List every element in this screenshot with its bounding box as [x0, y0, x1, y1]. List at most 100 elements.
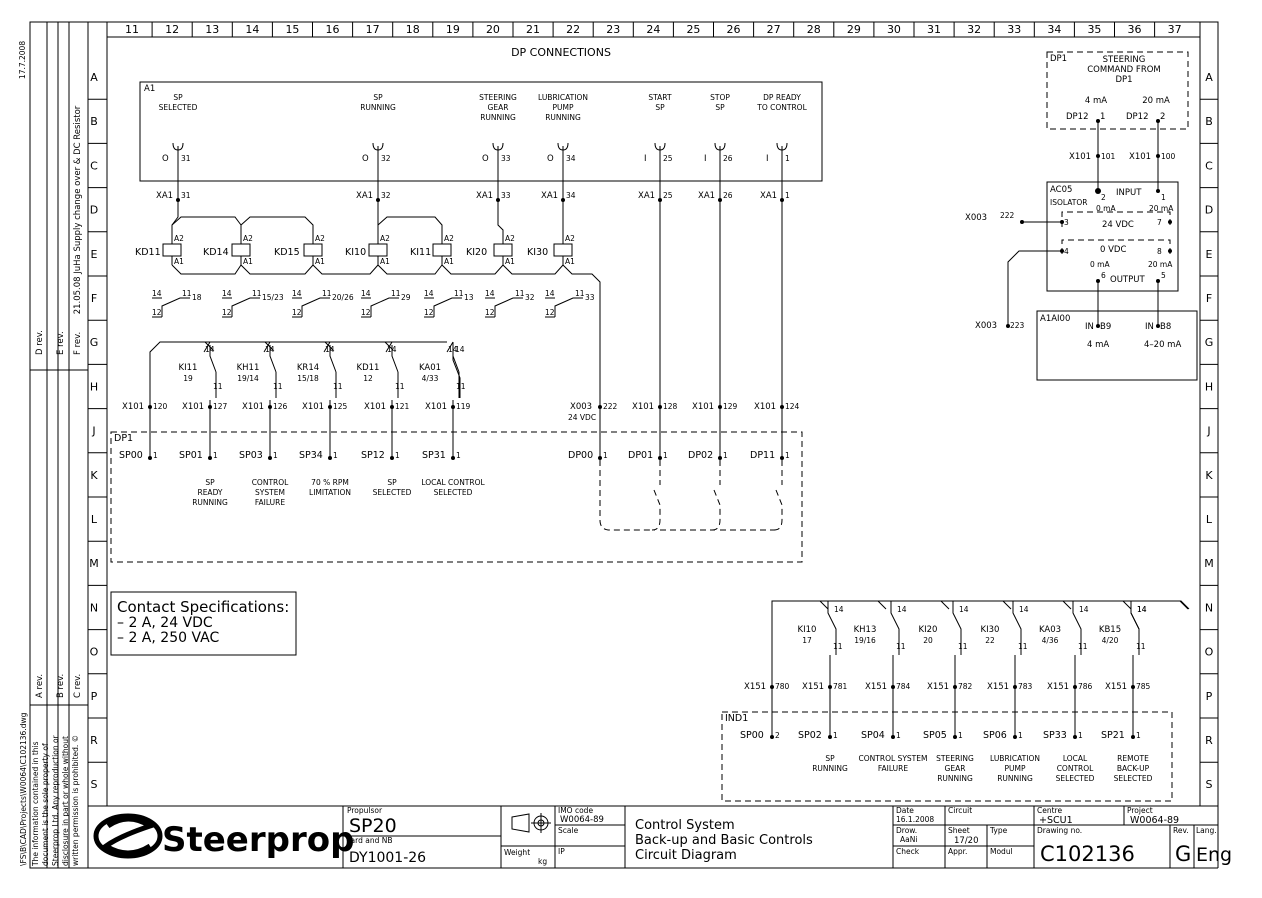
- dp-input-name: SP12: [361, 450, 385, 461]
- dp-input-name: DP01: [628, 450, 653, 461]
- contact-cross-ref: 32: [525, 293, 535, 302]
- x101-terminal-label: X101: [182, 402, 204, 412]
- contact-pin-14: 14: [959, 605, 969, 614]
- coil-return-wire: [171, 264, 242, 275]
- row-letter-left: C: [90, 159, 98, 172]
- iso-pin-6: 6: [1101, 271, 1106, 280]
- relay-coil-icon: [368, 243, 388, 257]
- junction-dot: [451, 456, 455, 460]
- steering-dp1-box: [1046, 51, 1189, 130]
- coil-feed-wire: [171, 216, 242, 237]
- row-letter-right: H: [1205, 380, 1213, 393]
- x151-terminal-number: 784: [896, 682, 911, 691]
- iso-name: AC05: [1050, 185, 1072, 195]
- coil-return-wire: [377, 264, 443, 275]
- contact-relay-ref: 20: [923, 636, 933, 645]
- x151-terminal-label: X151: [987, 682, 1009, 692]
- projection-symbol-icon: [511, 813, 551, 833]
- x003-supply-label: 24 VDC: [568, 413, 596, 422]
- coil-terminal-a2: A2: [505, 234, 515, 243]
- propulsor-value: SP20: [349, 815, 397, 837]
- x101-terminal-number: 127: [213, 402, 228, 411]
- copyright-line-4: disclosure in part or whole without: [61, 736, 70, 866]
- a1-output-label: STOP: [710, 93, 730, 102]
- a1-output-label: PUMP: [552, 103, 573, 112]
- type-label: Type: [989, 826, 1008, 835]
- dp-signal-desc: LIMITATION: [309, 488, 351, 497]
- aio-in-right-num: B8: [1160, 322, 1171, 332]
- x101-terminal-label: X101: [302, 402, 324, 412]
- changeover-contact-icon: [222, 297, 260, 317]
- iso-input-label: INPUT: [1116, 188, 1142, 198]
- copyright-line-2: document is the sole property of: [41, 743, 50, 866]
- dp-input-name: SP34: [299, 450, 323, 461]
- ind-signal-desc: LUBRICATION: [990, 754, 1040, 763]
- dp-signal-desc: RUNNING: [192, 498, 228, 507]
- contact-pin-11: 11: [333, 382, 343, 391]
- isolator-ac05: [1046, 181, 1179, 292]
- lang-value: Eng: [1196, 844, 1232, 866]
- column-number: 36: [1128, 23, 1142, 36]
- x003b-label: X003: [975, 321, 997, 331]
- relay-coil-name: KI20: [466, 247, 487, 258]
- a1-pin-number: 32: [381, 154, 391, 163]
- dp-signal-desc: SP: [205, 478, 215, 487]
- a1-pin-number: 33: [501, 154, 511, 163]
- xa1-terminal-label: XA1: [541, 191, 558, 201]
- xa1-terminal-number: 33: [501, 191, 511, 200]
- ind-signal-desc: RUNNING: [997, 774, 1033, 783]
- lower-bus-wire: [878, 600, 950, 610]
- column-number: 15: [285, 23, 299, 36]
- steering-ma-left: 4 mA: [1085, 96, 1107, 106]
- modul-label: Modul: [990, 847, 1013, 856]
- contact-pin-11: 11: [1078, 642, 1088, 651]
- dp-signal-desc: READY: [197, 488, 222, 497]
- x003a-label: X003: [965, 213, 987, 223]
- dp-input-name: SP01: [179, 450, 203, 461]
- relay-coil-name: KI10: [345, 247, 366, 258]
- row-letter-right: B: [1205, 115, 1213, 128]
- row-letter-right: M: [1204, 557, 1214, 570]
- contact-relay-name: KA01: [419, 363, 441, 373]
- dp-input-name: DP02: [688, 450, 713, 461]
- aio-ma-right: 4–20 mA: [1144, 340, 1181, 350]
- no-contact-icon: [1130, 601, 1140, 655]
- contact-relay-ref: 19/14: [237, 374, 259, 383]
- no-contact-icon: [452, 342, 461, 398]
- rev-label: Rev.: [1173, 826, 1189, 835]
- copyright-line-5: written permission is prohibited. ©: [71, 735, 80, 866]
- row-letter-right: N: [1205, 601, 1213, 614]
- circuit-label: Circuit: [948, 806, 972, 815]
- coil-return-wire: [502, 264, 564, 275]
- iso-pin-7: 7: [1157, 218, 1162, 227]
- junction-dot: [328, 456, 332, 460]
- contact-pin-11: 11: [1136, 642, 1146, 651]
- no-contact-icon: [1072, 601, 1082, 655]
- dp-input-number: 1: [153, 451, 158, 460]
- dp-signal-desc: SELECTED: [434, 488, 473, 497]
- contact-pin-14: 14: [152, 289, 162, 298]
- contact-pin-11: 11: [1018, 642, 1028, 651]
- row-letter-left: E: [91, 248, 98, 261]
- row-letter-left: K: [90, 469, 98, 482]
- contact-pin-14: 14: [424, 289, 434, 298]
- rev-label-c: C rev.: [73, 674, 83, 698]
- ind-input-name: SP06: [983, 730, 1007, 741]
- dp-signal-desc: FAILURE: [255, 498, 285, 507]
- contact-relay-ref: 4/33: [422, 374, 439, 383]
- junction-dot: [658, 456, 662, 460]
- x151-terminal-number: 782: [958, 682, 973, 691]
- junction-dot: [658, 405, 662, 409]
- steering-dp-right: DP12: [1126, 112, 1149, 122]
- coil-terminal-a2: A2: [243, 234, 253, 243]
- dp1-box-dashed: [110, 431, 803, 563]
- row-letter-right: D: [1205, 204, 1213, 217]
- contact-relay-name: KH11: [237, 363, 260, 373]
- project-label: Project: [1127, 806, 1153, 815]
- junction-dot: [891, 685, 895, 689]
- contact-specs-line-1: – 2 A, 24 VDC: [117, 615, 213, 631]
- contact-relay-name: KI11: [179, 363, 198, 373]
- a1-output-label: TO CONTROL: [756, 103, 807, 112]
